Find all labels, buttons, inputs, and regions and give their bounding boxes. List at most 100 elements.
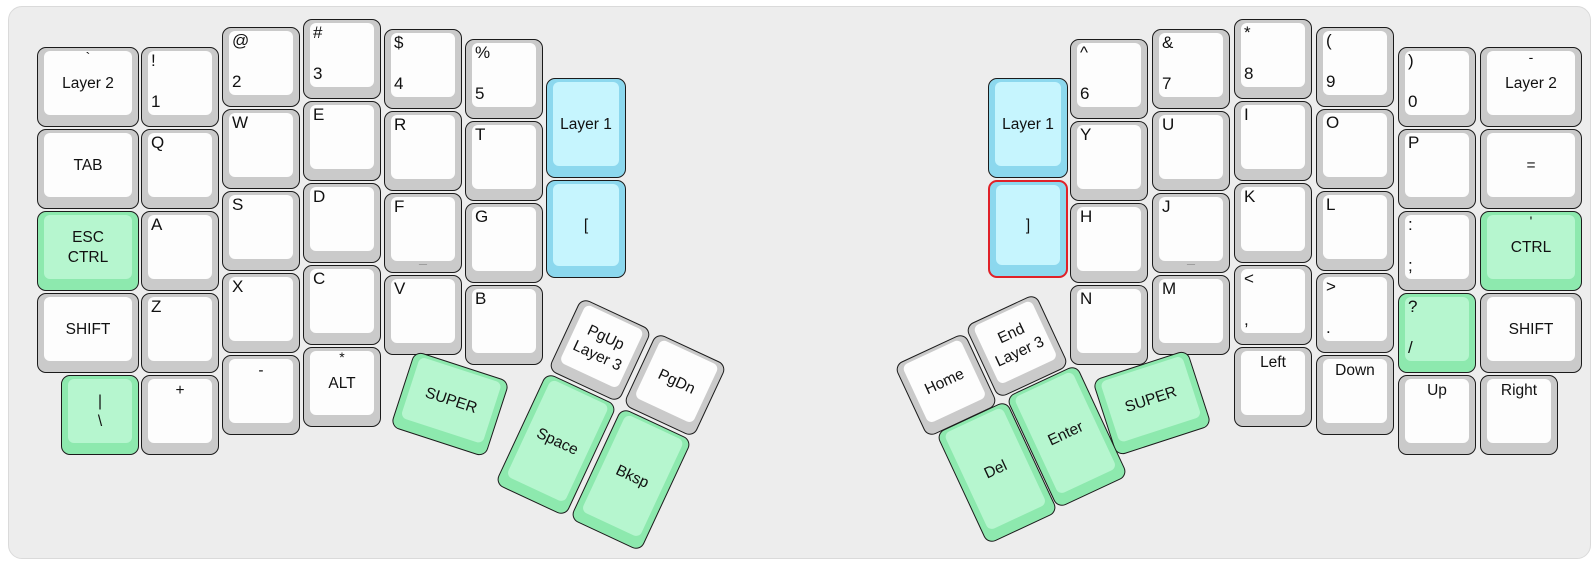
key-layer1-right[interactable]: Layer 1 [988,78,1068,178]
key-label: X [232,277,244,296]
key-percent-5[interactable]: %5 [465,39,543,119]
key-center-labels: |\ [62,376,138,448]
key-lbracket[interactable]: [ [546,180,626,278]
key-hash-3[interactable]: #3 [303,19,381,99]
key-at-2[interactable]: @2 [222,27,300,107]
key-right[interactable]: Right [1480,375,1558,455]
key-label: 2 [232,72,242,91]
key-label: 5 [475,84,485,103]
key-shift-right[interactable]: SHIFT [1480,293,1582,373]
key-c[interactable]: C [303,265,381,345]
key-dollar-4[interactable]: $4 [384,29,462,109]
key-label: Q [151,133,165,152]
key-question-slash[interactable]: ?/ [1398,293,1476,373]
key-tab[interactable]: TAB [37,129,139,209]
key-r[interactable]: R [384,111,462,191]
key-lparen-9[interactable]: (9 [1316,27,1394,107]
key-label: \ [97,413,103,430]
key-label: Del [981,456,1010,482]
key-layer1-left[interactable]: Layer 1 [546,78,626,178]
key-amp-7[interactable]: &7 [1152,29,1230,109]
key-y[interactable]: Y [1070,121,1148,201]
key-pipe-backslash[interactable]: |\ [61,375,139,455]
key-label: G [475,207,489,226]
key-a[interactable]: A [141,211,219,291]
key-plus[interactable]: + [141,375,219,455]
key-caret-6[interactable]: ^6 [1070,39,1148,119]
key-d[interactable]: D [303,183,381,263]
key-w[interactable]: W [222,109,300,189]
key-quote-ctrl[interactable]: 'CTRL [1480,211,1582,291]
key-greater-period[interactable]: >. [1316,273,1394,353]
key-label: [ [583,217,589,234]
key-colon-semicolon[interactable]: :; [1398,211,1476,291]
key-label: S [232,195,244,214]
key-f[interactable]: F_ [384,193,462,273]
key-less-comma[interactable]: <, [1234,265,1312,345]
key-label: Bksp [613,461,652,492]
key-label: Y [1080,125,1092,144]
key-label: - [1528,49,1534,65]
key-e[interactable]: E [303,101,381,181]
key-label: ' [1529,213,1533,229]
key-t[interactable]: T [465,121,543,201]
key-label: ESC [72,229,104,246]
key-left[interactable]: Left [1234,347,1312,427]
key-rparen-0[interactable]: )0 [1398,47,1476,127]
key-label: / [1408,338,1413,357]
key-asterisk-alt[interactable]: *ALT [303,347,381,427]
key-rbracket[interactable]: ] [988,180,1068,278]
key-q[interactable]: Q [141,129,219,209]
key-center-labels: TAB [38,130,138,202]
key-i[interactable]: I [1234,101,1312,181]
key-label: # [313,23,323,42]
key-label: Layer 1 [560,116,612,133]
key-k[interactable]: K [1234,183,1312,263]
key-label: _ [1187,249,1195,266]
key-label: N [1080,289,1093,308]
key-label: R [394,115,407,134]
key-label: T [475,125,486,144]
key-label: E [313,105,325,124]
key-label: ] [1025,217,1031,234]
key-minus-layer2[interactable]: -Layer 2 [1480,47,1582,127]
key-center-labels: Layer 2 [1481,48,1581,120]
key-equals[interactable]: = [1480,129,1582,209]
key-label: A [151,215,163,234]
key-j[interactable]: J_ [1152,193,1230,273]
key-exclaim-1[interactable]: !1 [141,47,219,127]
key-center-labels: = [1481,130,1581,202]
key-asterisk-8[interactable]: *8 [1234,19,1312,99]
key-b[interactable]: B [465,285,543,365]
key-l[interactable]: L [1316,191,1394,271]
key-label: Right [1500,382,1538,399]
key-label: Layer 2 [62,75,114,92]
key-grave-layer2[interactable]: `Layer 2 [37,47,139,127]
key-z[interactable]: Z [141,293,219,373]
key-center-labels: ] [990,182,1066,270]
key-minus-left[interactable]: - [222,355,300,435]
key-p[interactable]: P [1398,129,1476,209]
key-center-labels: Layer 2 [38,48,138,120]
key-n[interactable]: N [1070,285,1148,365]
key-label: O [1326,113,1340,132]
key-h[interactable]: H [1070,203,1148,283]
key-label: ( [1326,31,1332,50]
key-s[interactable]: S [222,191,300,271]
key-m[interactable]: M [1152,275,1230,355]
key-u[interactable]: U [1152,111,1230,191]
key-shift-left[interactable]: SHIFT [37,293,139,373]
key-up[interactable]: Up [1398,375,1476,455]
key-label: & [1162,33,1174,52]
key-label: 0 [1408,92,1418,111]
key-o[interactable]: O [1316,109,1394,189]
key-label: _ [419,249,427,266]
key-label: % [475,43,491,62]
key-x[interactable]: X [222,273,300,353]
key-g[interactable]: G [465,203,543,283]
key-label: + [175,382,185,399]
key-down[interactable]: Down [1316,355,1394,435]
key-v[interactable]: V [384,275,462,355]
